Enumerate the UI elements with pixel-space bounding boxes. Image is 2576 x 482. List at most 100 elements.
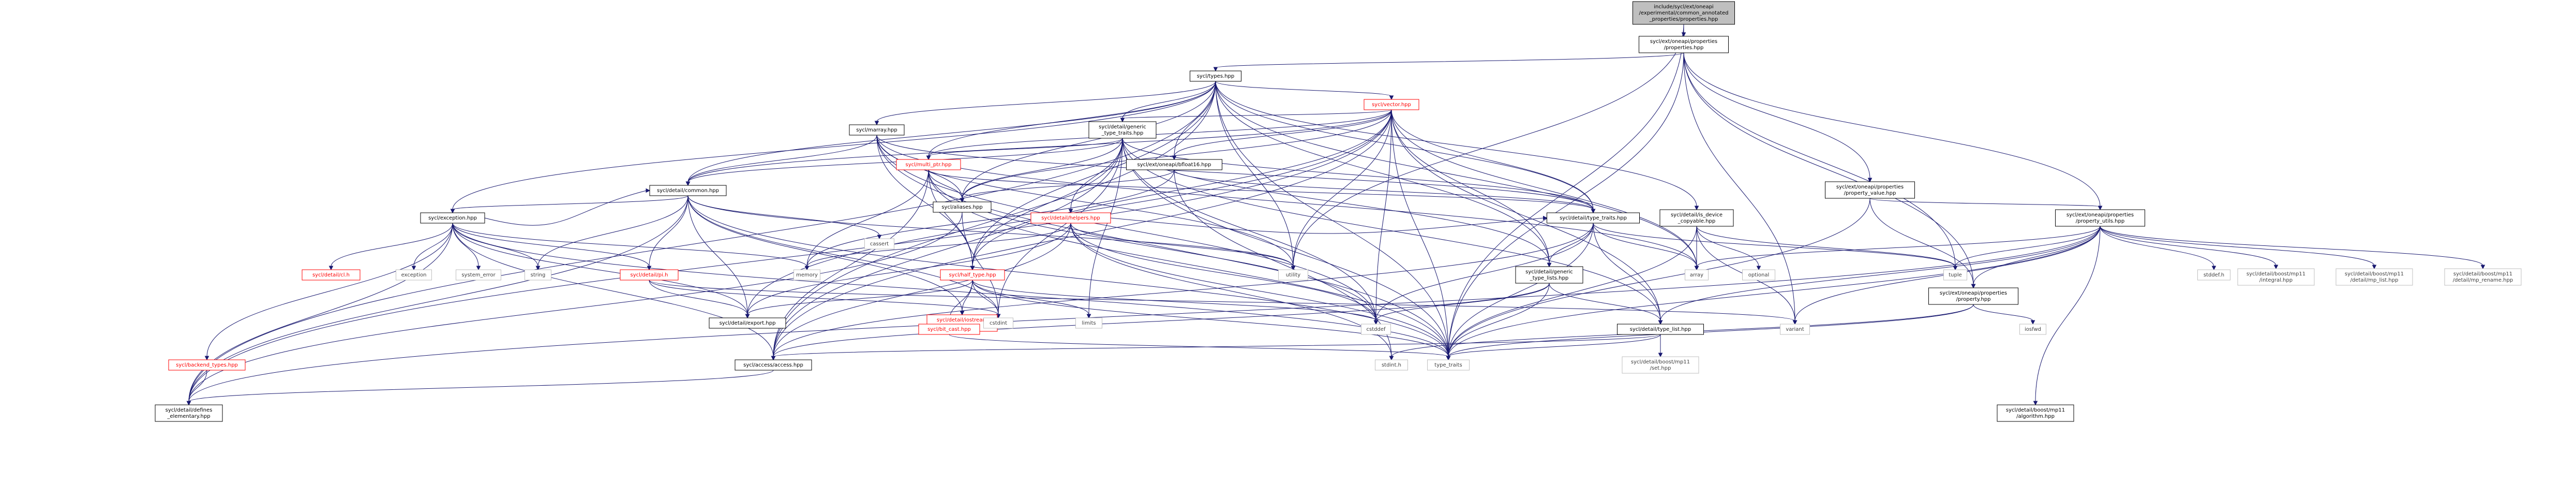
- edge-backend_types-to-defines_el: [186, 370, 207, 406]
- edge-types-to-exception: [450, 81, 1216, 214]
- node-exception[interactable]: sycl/exception.hpp: [420, 212, 485, 224]
- node-cl_h[interactable]: sycl/detail/cl.h: [302, 269, 361, 281]
- node-export[interactable]: sycl/detail/export.hpp: [709, 317, 786, 329]
- node-marray[interactable]: sycl/marray.hpp: [849, 124, 905, 136]
- edge-arrowhead: [204, 356, 209, 361]
- edge-line: [972, 280, 1376, 322]
- edge-line: [972, 138, 1123, 267]
- edge-line: [1215, 81, 1449, 357]
- node-access[interactable]: sycl/access/access.hpp: [735, 359, 812, 371]
- node-type_list[interactable]: sycl/detail/type_list.hpp: [1617, 324, 1704, 335]
- node-box: [1088, 121, 1157, 139]
- edge-arrowhead: [1971, 284, 1976, 289]
- edge-exception-to-common: [484, 188, 651, 226]
- edge-line: [972, 109, 1392, 267]
- edge-line: [1448, 226, 1697, 357]
- node-common[interactable]: sycl/detail/common.hpp: [649, 185, 727, 196]
- node-boost_alg[interactable]: sycl/detail/boost/mp11/algorithm.hpp: [1997, 404, 2074, 422]
- node-half_type[interactable]: sycl/half_type.hpp: [940, 269, 1005, 281]
- node-box: [709, 317, 786, 329]
- node-prop_value[interactable]: sycl/ext/oneapi/properties/property_valu…: [1825, 181, 1915, 199]
- node-generic_tl[interactable]: sycl/detail/generic_type_lists.hpp: [1515, 266, 1583, 284]
- edge-line: [2100, 226, 2214, 267]
- node-aliases[interactable]: sycl/aliases.hpp: [933, 201, 992, 213]
- node-helpers[interactable]: sycl/detail/helpers.hpp: [1030, 212, 1111, 224]
- edge-prop_utils-to-property: [1971, 226, 2101, 289]
- edge-line: [962, 138, 1123, 199]
- node-defines_el[interactable]: sycl/detail/defines_elementary.hpp: [155, 404, 223, 422]
- edge-types-to-bfloat16: [1172, 81, 1216, 160]
- edge-common-to-s_string: [535, 195, 688, 271]
- node-label: tuple: [1949, 272, 1962, 278]
- node-bit_cast[interactable]: sycl/bit_cast.hpp: [918, 324, 980, 335]
- node-multi_ptr[interactable]: sycl/multi_ptr.hpp: [896, 159, 961, 170]
- node-label: sycl/multi_ptr.hpp: [905, 162, 951, 168]
- node-label: sycl/backend_types.hpp: [176, 362, 238, 368]
- edge-line: [484, 190, 647, 226]
- edge-line: [1215, 81, 1697, 267]
- node-prop_utils[interactable]: sycl/ext/oneapi/properties/property_util…: [2055, 209, 2145, 227]
- edge-exception-to-s_system_error: [452, 223, 481, 271]
- edge-type_list-to-boost_set: [1658, 334, 1663, 358]
- edge-access-to-defines_el: [186, 370, 774, 406]
- edge-arrowhead: [1389, 356, 1394, 361]
- edge-line: [2035, 226, 2101, 402]
- edge-vector-to-s_array: [1391, 109, 1699, 271]
- edge-line: [452, 223, 748, 315]
- node-box: [1825, 181, 1915, 199]
- edge-root-to-s_type_traits: [1446, 24, 1684, 361]
- edge-line: [331, 223, 453, 267]
- node-label: /property_utils.hpp: [2076, 218, 2124, 224]
- edge-line: [188, 223, 453, 402]
- edge-line: [1293, 24, 1684, 267]
- node-label: array: [1690, 272, 1703, 278]
- node-props[interactable]: sycl/ext/oneapi/properties/properties.hp…: [1639, 36, 1729, 53]
- edge-line: [972, 81, 1216, 267]
- edge-line: [1122, 138, 1449, 357]
- node-box: [1633, 1, 1735, 25]
- node-pi_h[interactable]: sycl/detail/pi.h: [620, 269, 679, 281]
- edge-prop_utils-to-boost_rename: [2100, 226, 2485, 270]
- node-root[interactable]: include/sycl/ext/oneapi/experimental/com…: [1633, 1, 1735, 25]
- edge-line: [188, 370, 207, 402]
- node-box: [2019, 324, 2046, 335]
- node-type_traits_d[interactable]: sycl/detail/type_traits.hpp: [1547, 212, 1640, 224]
- edge-pi_h-to-export: [649, 280, 750, 319]
- node-box: [1928, 287, 2018, 305]
- node-label: _copyable.hpp: [1678, 218, 1716, 224]
- node-property[interactable]: sycl/ext/oneapi/properties/property.hpp: [1928, 287, 2018, 305]
- edge-arrowhead: [1867, 178, 1873, 183]
- node-generic_tt[interactable]: sycl/detail/generic_type_traits.hpp: [1088, 121, 1157, 139]
- edge-line: [998, 138, 1123, 315]
- edge-line: [1110, 217, 1544, 234]
- node-backend_types[interactable]: sycl/backend_types.hpp: [168, 359, 246, 371]
- node-box: [1943, 269, 1967, 281]
- edge-exception-to-s_memory: [452, 223, 810, 271]
- edge-helpers-to-type_traits_d: [1110, 215, 1548, 234]
- edge-line: [1391, 109, 1661, 322]
- node-label: cstdint: [990, 320, 1007, 326]
- node-label: sycl/ext/oneapi/properties: [1650, 39, 1717, 45]
- node-label: sycl/aliases.hpp: [941, 205, 982, 210]
- node-label: cassert: [870, 241, 889, 247]
- node-s_string: string: [525, 269, 551, 281]
- edge-line: [1448, 24, 1684, 357]
- node-bfloat16[interactable]: sycl/ext/oneapi/bfloat16.hpp: [1126, 159, 1222, 170]
- node-box: [1622, 356, 1699, 374]
- node-is_dev_copy[interactable]: sycl/detail/is_device_copyable.hpp: [1659, 209, 1734, 227]
- edge-line: [649, 280, 1795, 322]
- node-label: _properties/properties.hpp: [1649, 17, 1718, 22]
- edge-line: [773, 138, 1123, 357]
- node-box: [1780, 324, 1810, 335]
- edge-arrowhead: [1694, 266, 1699, 271]
- edge-generic_tt-to-s_limits: [1086, 138, 1123, 319]
- node-types[interactable]: sycl/types.hpp: [1190, 70, 1241, 82]
- edge-arrowhead: [1543, 215, 1548, 221]
- edge-is_dev_copy-to-s_type_traits: [1446, 226, 1697, 361]
- node-vector[interactable]: sycl/vector.hpp: [1364, 99, 1419, 110]
- node-s_iosfwd: iosfwd: [2019, 324, 2046, 335]
- node-label: stddef.h: [2204, 272, 2224, 278]
- node-box: [2237, 268, 2315, 286]
- node-box: [2444, 268, 2522, 286]
- edge-line: [687, 195, 748, 315]
